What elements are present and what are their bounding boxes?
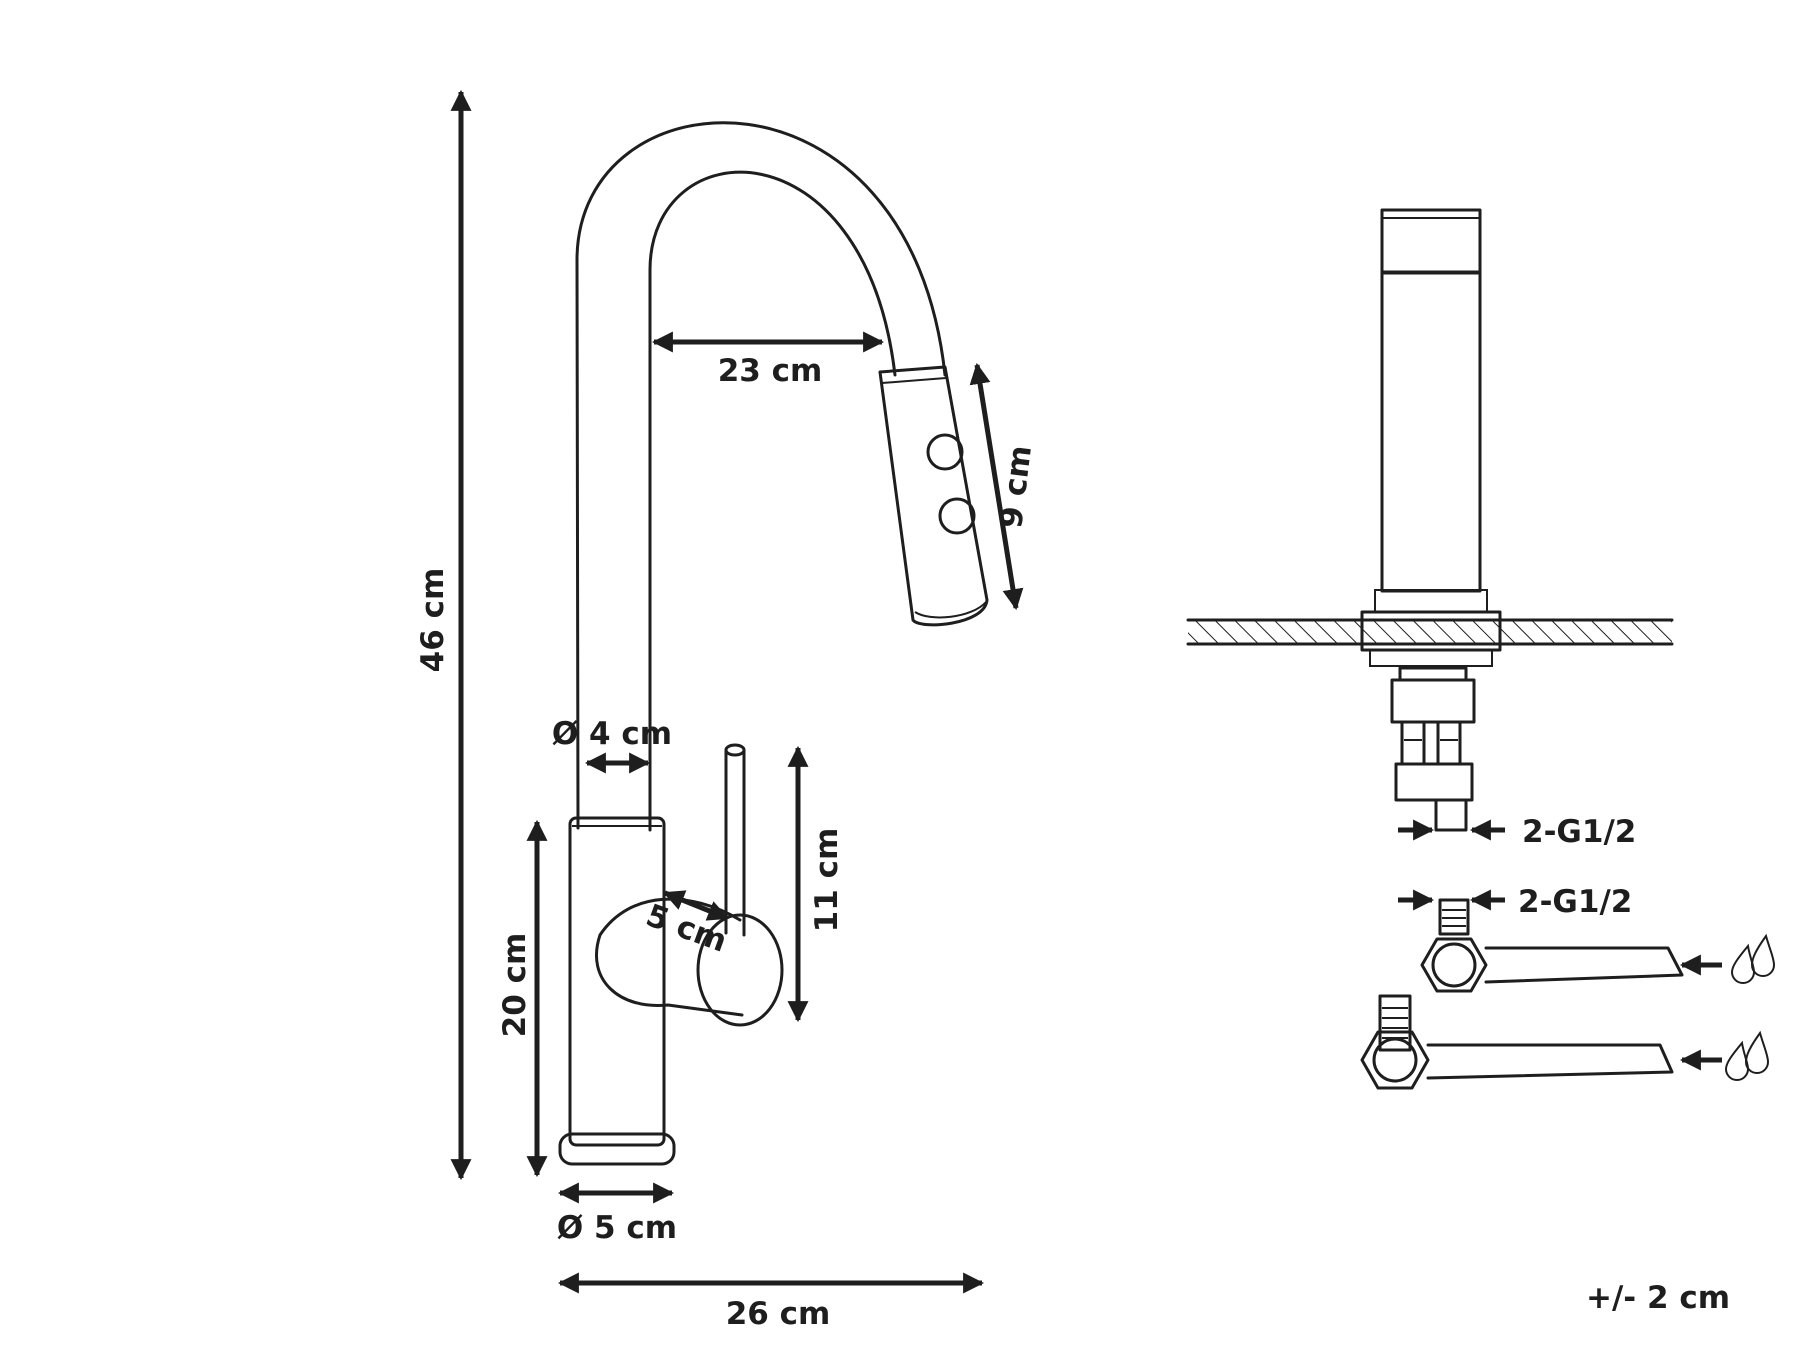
dimension-lines <box>450 89 1024 1294</box>
water-drops-icon <box>1730 933 1776 984</box>
label-spout-reach: 23 cm <box>718 353 823 389</box>
hose-2 <box>1426 1043 1674 1080</box>
cylinder-cap <box>1380 208 1482 274</box>
spray-head <box>878 365 989 627</box>
hose-thread-1 <box>1438 898 1470 936</box>
faucet-base <box>558 1132 676 1166</box>
label-spray-head: 9 cm <box>993 443 1039 530</box>
label-lever-height: 11 cm <box>809 828 845 933</box>
spout-outer <box>575 121 947 830</box>
faucet-cylinder <box>1380 271 1482 593</box>
label-body-height: 20 cm <box>497 933 533 1038</box>
water-drops-icon <box>1724 1030 1770 1081</box>
dim-spray-head <box>969 362 1024 611</box>
label-base-diameter: Ø 5 cm <box>557 1210 677 1246</box>
installation-view <box>1186 208 1776 1090</box>
label-total-depth: 26 cm <box>726 1296 831 1332</box>
hose-thread-2 <box>1378 994 1412 1052</box>
label-tolerance: +/- 2 cm <box>1586 1280 1730 1316</box>
hose-nut-2 <box>1360 1030 1430 1090</box>
hose-1 <box>1484 946 1684 984</box>
hose-nut-1 <box>1420 937 1488 993</box>
spout-inner <box>648 170 897 832</box>
label-thread-hose: 2-G1/2 <box>1518 884 1632 920</box>
lever-cap <box>696 913 784 1027</box>
label-total-height: 46 cm <box>415 568 451 673</box>
faucet-body <box>568 816 666 1147</box>
mounting-nut <box>1398 666 1468 682</box>
spray-button-bottom <box>938 497 976 535</box>
label-thread-top: 2-G1/2 <box>1522 814 1636 850</box>
label-spout-diameter: Ø 4 cm <box>552 716 672 752</box>
countertop-hatch <box>1188 620 1672 644</box>
dim-lever-width <box>663 890 729 921</box>
spray-button-top <box>926 433 964 471</box>
label-lever-width: 5 cm <box>641 897 731 959</box>
faucet-side-view <box>558 121 989 1166</box>
